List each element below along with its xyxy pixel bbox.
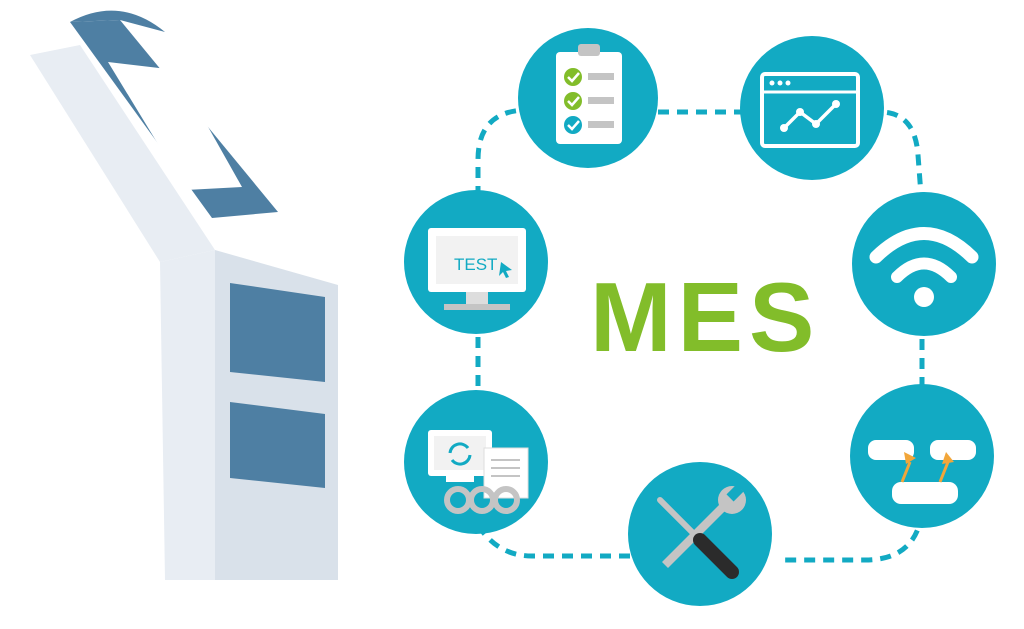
kiosk-body-front [160, 250, 215, 580]
wifi-icon [869, 227, 979, 307]
node-tools [628, 462, 772, 606]
test-label: TEST [454, 255, 497, 274]
node-sync [404, 390, 548, 534]
kiosk-panel-lower [230, 402, 325, 488]
dashed-connector [472, 107, 925, 563]
kiosk-screen-top [70, 10, 165, 32]
node-hierarchy [850, 384, 994, 528]
kiosk-screen [108, 62, 242, 190]
kiosk-illustration [30, 10, 338, 580]
sync-documents-gears-icon [428, 430, 529, 514]
kiosk-panel-upper [230, 283, 325, 382]
node-checklist [518, 28, 658, 168]
hierarchy-diagram-icon [868, 440, 976, 504]
wrench-screwdriver-icon [657, 484, 746, 579]
node-wireless [852, 192, 996, 336]
test-monitor-icon: TEST [428, 228, 526, 310]
kiosk-neck [30, 45, 215, 262]
node-test: TEST [404, 190, 548, 334]
node-analytics [740, 36, 884, 180]
cursor-icon [499, 262, 512, 278]
line-chart-window-icon [760, 72, 860, 148]
mes-title: MES [590, 262, 821, 372]
checklist-icon [556, 44, 622, 144]
